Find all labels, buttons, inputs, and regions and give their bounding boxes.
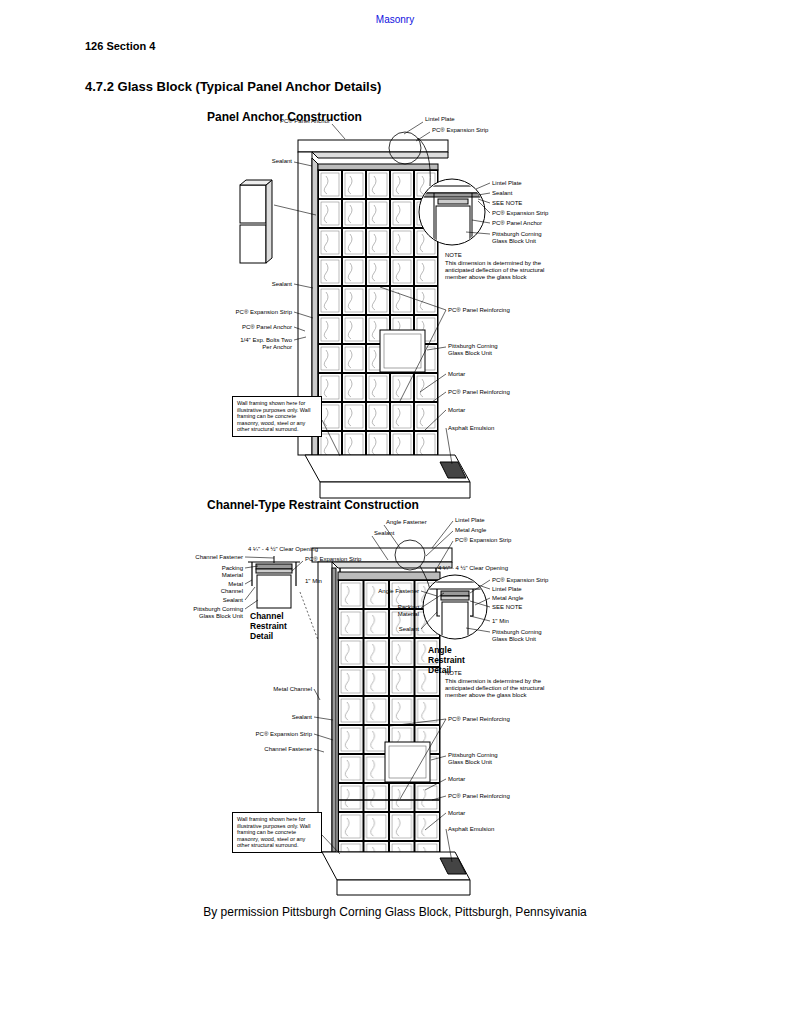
part-label: PC® Expansion Strip <box>236 309 292 316</box>
figure-caption: By permission Pittsburgh Corning Glass B… <box>203 906 587 920</box>
part-label: Masonry <box>376 14 414 26</box>
part-label: PC® Panel Anchor <box>492 220 542 227</box>
part-label: This dimension is determined by the anti… <box>445 260 555 281</box>
part-label: Channel-Type Restraint Construction <box>207 499 419 513</box>
part-label: Asphalt Emulsion <box>448 826 494 833</box>
part-label: PC® Expansion Strip <box>432 127 488 134</box>
part-label: This dimension is determined by the anti… <box>445 678 555 699</box>
part-label: Pittsburgh Corning Glass Block Unit <box>492 629 547 643</box>
part-label: Pittsburgh Corning Glass Block Unit <box>448 343 513 357</box>
part-label: Angle Fastener <box>378 588 419 595</box>
part-label: Sealant <box>292 714 312 721</box>
part-label: Metal Angle <box>455 527 486 534</box>
part-label: Pittsburgh Corning Glass Block Unit <box>188 606 243 620</box>
part-label: Lintel Plate <box>455 517 485 524</box>
part-label: PC® Expansion Strip <box>305 556 361 563</box>
part-label: 4 ¼" - 4 ½" Clear Opening <box>248 546 318 553</box>
part-label: Channel Fastener <box>195 554 243 561</box>
part-label: PC® Expansion Strip <box>256 731 312 738</box>
note-text: Wall framing shown here for illustrative… <box>237 400 317 433</box>
part-label: SEE NOTE <box>492 200 522 207</box>
part-label: Sealant <box>272 158 292 165</box>
part-label: 1" Min <box>492 618 509 625</box>
part-label: Lintel Plate <box>425 116 455 123</box>
part-label: Mortar <box>448 810 465 817</box>
part-label: Packing Material <box>208 565 243 579</box>
part-label: Sealant <box>223 597 243 604</box>
part-label: Asphalt Emulsion <box>448 425 494 432</box>
part-label: Mortar <box>448 776 465 783</box>
part-label: PC® Panel Anchor <box>242 324 292 331</box>
part-label: Packing Material <box>384 604 419 618</box>
part-label: PC® Panel Reinforcing <box>448 389 510 396</box>
part-label: Sealant <box>399 626 419 633</box>
part-label: PC® Expansion Strip <box>455 537 511 544</box>
part-label: Angle Fastener <box>386 519 427 526</box>
note-box: Wall framing shown here for illustrative… <box>232 812 322 853</box>
part-label: PC® Panel Anchor <box>280 118 330 125</box>
part-label: Sealant <box>374 530 394 537</box>
part-label: PC® Expansion Strip <box>492 210 548 217</box>
part-label: PC® Panel Reinforcing <box>448 307 510 314</box>
part-label: PC® Panel Reinforcing <box>448 716 510 723</box>
part-label: Metal Channel <box>273 686 312 693</box>
part-label: Metal Channel <box>208 581 243 595</box>
part-label: Lintel Plate <box>492 586 522 593</box>
note-box: Wall framing shown here for illustrative… <box>232 396 322 437</box>
part-label: 1" Min <box>305 578 322 585</box>
part-label: Sealant <box>492 190 512 197</box>
part-label: NOTE <box>445 252 462 259</box>
part-label: 1/4" Exp. Bolts Two Per Anchor <box>237 337 292 351</box>
part-label: 126 Section 4 <box>85 40 155 53</box>
figure-title: 4.7.2 Glass Block (Typical Panel Anchor … <box>85 80 381 95</box>
part-label: Pittsburgh Corning Glass Block Unit <box>448 752 513 766</box>
part-label: PC® Panel Reinforcing <box>448 793 510 800</box>
note-text: Wall framing shown here for illustrative… <box>237 816 317 849</box>
part-label: Mortar <box>448 407 465 414</box>
part-label: 4 ¼" - 4 ½" Clear Opening <box>438 565 508 572</box>
part-label: Pittsburgh Corning Glass Block Unit <box>492 231 550 245</box>
part-label: Sealant <box>272 281 292 288</box>
part-label: PC® Expansion Strip <box>492 577 548 584</box>
part-label: Lintel Plate <box>492 180 522 187</box>
part-label: NOTE <box>445 670 462 677</box>
part-label: Metal Angle <box>492 595 523 602</box>
part-label: Mortar <box>448 371 465 378</box>
part-label: SEE NOTE <box>492 604 522 611</box>
part-label: Channel Fastener <box>264 746 312 753</box>
part-label: Channel Restraint Detail <box>250 612 312 641</box>
